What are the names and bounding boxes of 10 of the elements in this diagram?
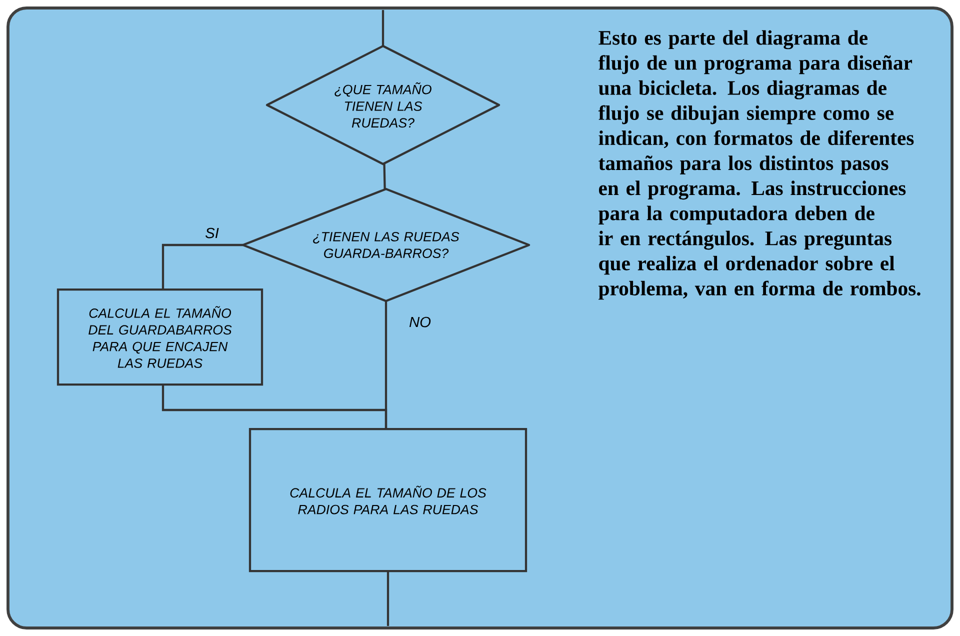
process-box: CALCULA EL TAMAÑO DE LOS RADIOS PARA LAS RUEDAS bbox=[248, 428, 528, 572]
connector-line bbox=[382, 10, 384, 46]
description-text: Esto es parte del diagrama de flujo de un programa para diseñar una bicicleta. Los diagramas de flujo se dibujan siempre como se indican, con formatos de diferentes tamaños para los distintos pasos en el programa. Las instrucciones para la computadora deben de ir en rectángulos. Las preguntas que realiza el ordenador sobre el problema, van en forma de rombos. bbox=[598, 30, 920, 300]
connector-line bbox=[162, 244, 243, 290]
process-box: CALCULA EL TAMAÑO DEL GUARDABARROS PARA QUE ENCAJEN LAS RUEDAS bbox=[56, 288, 264, 386]
edge-label: SI bbox=[206, 228, 219, 238]
connector-line bbox=[384, 301, 388, 429]
connector-line bbox=[383, 164, 386, 190]
edge-label: NO bbox=[409, 316, 431, 328]
connector-line bbox=[386, 571, 390, 626]
